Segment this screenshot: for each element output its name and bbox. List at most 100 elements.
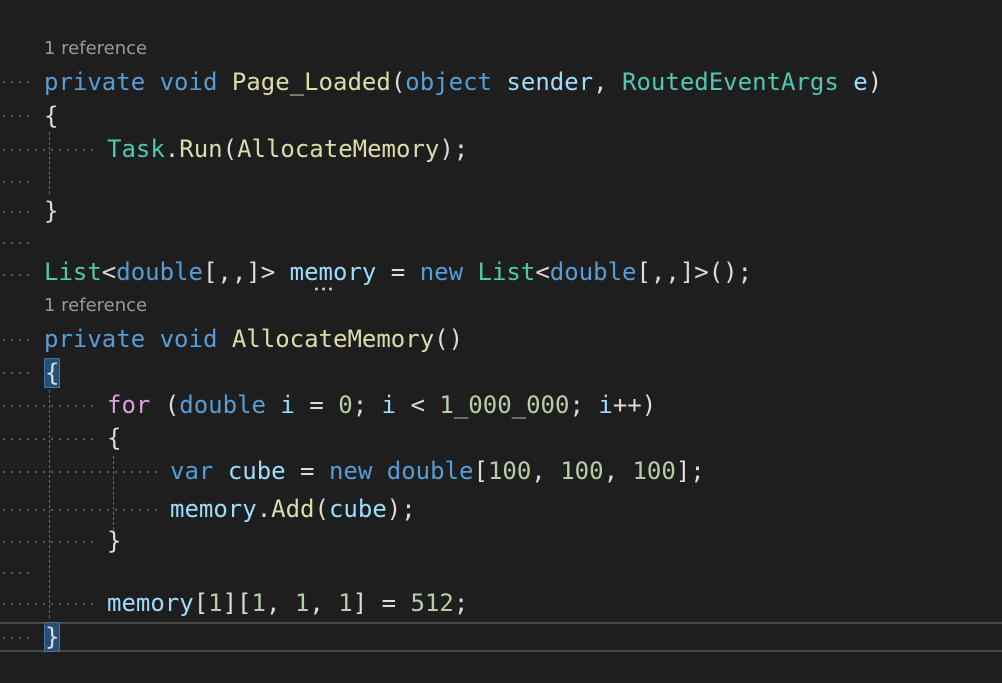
- codelens-references-allocate-memory[interactable]: 1 reference: [44, 295, 148, 316]
- code-line[interactable]: memory[1][1, 1, 1] = 512;: [107, 587, 468, 619]
- codelens-references-page-loaded[interactable]: 1 reference: [44, 38, 148, 59]
- code-token: [217, 325, 231, 353]
- code-line[interactable]: }: [44, 195, 58, 227]
- code-token: 512: [410, 589, 454, 617]
- code-token: List: [44, 258, 102, 286]
- indent-marker: [0, 339, 34, 341]
- code-token: cube: [227, 457, 286, 485]
- code-token: ,: [603, 457, 633, 485]
- code-token: [839, 68, 853, 96]
- code-line[interactable]: {: [44, 357, 61, 389]
- indent-marker: [0, 637, 34, 639]
- code-token: void: [159, 325, 218, 353]
- code-token: new: [419, 258, 464, 286]
- indent-marker: [0, 509, 162, 511]
- code-line[interactable]: for (double i = 0; i < 1_000_000; i++): [107, 389, 656, 421]
- code-token: i: [280, 391, 295, 419]
- code-token: Page_Loaded: [231, 68, 391, 96]
- code-line[interactable]: {: [107, 422, 121, 454]
- code-token: 1: [251, 589, 266, 617]
- code-token: [145, 68, 159, 96]
- code-line[interactable]: }: [107, 525, 121, 557]
- code-token: double: [386, 457, 474, 485]
- code-token: [,,]>: [202, 258, 290, 286]
- code-token: .: [164, 135, 180, 163]
- code-token: [,,]>();: [636, 258, 753, 286]
- code-token: ;: [352, 391, 382, 419]
- code-token: =: [294, 391, 339, 419]
- code-token: ;: [569, 391, 599, 419]
- code-token: ,: [309, 589, 339, 617]
- code-token: memory: [170, 495, 257, 523]
- code-token: ][: [222, 589, 252, 617]
- code-token: RoutedEventArgs: [622, 68, 839, 96]
- code-line[interactable]: memory.Add(cube);: [170, 493, 416, 525]
- code-token: memory: [289, 258, 377, 286]
- code-token: [266, 391, 280, 419]
- code-token: sender: [506, 68, 594, 96]
- code-token: 1: [294, 589, 310, 617]
- code-token: (): [434, 325, 464, 353]
- code-token: double: [116, 258, 203, 286]
- code-line[interactable]: {: [44, 100, 58, 132]
- code-token: );: [386, 495, 416, 523]
- code-token: <: [396, 391, 440, 419]
- code-line[interactable]: var cube = new double[100, 100, 100];: [170, 455, 705, 487]
- code-line[interactable]: private void Page_Loaded(object sender, …: [44, 66, 882, 98]
- code-line[interactable]: private void AllocateMemory(): [44, 323, 463, 355]
- code-line[interactable]: List<double[,,]> memory = new List<doubl…: [44, 256, 752, 288]
- indent-marker: [0, 115, 34, 117]
- indent-marker: [0, 274, 34, 276]
- indent-marker: [0, 81, 34, 83]
- code-token: (: [390, 68, 406, 96]
- code-token: <: [101, 258, 117, 286]
- code-token: ,: [265, 589, 295, 617]
- code-token: }: [44, 197, 59, 225]
- code-token: ;: [453, 589, 469, 617]
- code-line[interactable]: }: [44, 621, 61, 653]
- code-token: Add: [271, 495, 315, 523]
- code-token: [213, 457, 227, 485]
- indent-marker: [0, 242, 34, 244]
- matched-brace: {: [44, 358, 61, 388]
- indent-guide: [49, 390, 50, 618]
- code-token: <: [535, 258, 550, 286]
- code-token: 1: [338, 589, 353, 617]
- code-token: 0: [338, 391, 353, 419]
- suggestion-ellipsis-icon[interactable]: [313, 287, 335, 291]
- code-token: memory: [107, 589, 194, 617]
- matched-brace: }: [44, 622, 61, 652]
- code-token: 1: [208, 589, 223, 617]
- code-token: (: [314, 495, 329, 523]
- code-token: [492, 68, 506, 96]
- code-token: i: [381, 391, 397, 419]
- code-token: (: [222, 135, 238, 163]
- code-token: {: [44, 102, 59, 130]
- code-token: new: [328, 457, 373, 485]
- current-line-highlight: [0, 622, 1002, 652]
- code-token: AllocateMemory: [237, 135, 440, 163]
- code-token: Run: [179, 135, 223, 163]
- code-token: e: [853, 68, 868, 96]
- indent-marker: [0, 572, 34, 574]
- code-token: =: [285, 457, 329, 485]
- code-token: private: [44, 325, 146, 353]
- code-token: double: [179, 391, 266, 419]
- code-token: object: [405, 68, 492, 96]
- code-token: void: [159, 68, 218, 96]
- code-token: List: [477, 258, 536, 286]
- code-token: 1_000_000: [439, 391, 570, 419]
- code-token: double: [549, 258, 637, 286]
- code-token: cube: [328, 495, 387, 523]
- code-token: for: [107, 391, 151, 419]
- code-token: 100: [632, 457, 676, 485]
- code-token: ] =: [352, 589, 411, 617]
- code-token: (: [150, 391, 180, 419]
- code-token: private: [44, 68, 146, 96]
- code-token: 100: [560, 457, 604, 485]
- indent-guide: [49, 132, 50, 194]
- code-token: ): [867, 68, 883, 96]
- code-line[interactable]: Task.Run(AllocateMemory);: [107, 133, 468, 165]
- indent-guide: [113, 456, 114, 530]
